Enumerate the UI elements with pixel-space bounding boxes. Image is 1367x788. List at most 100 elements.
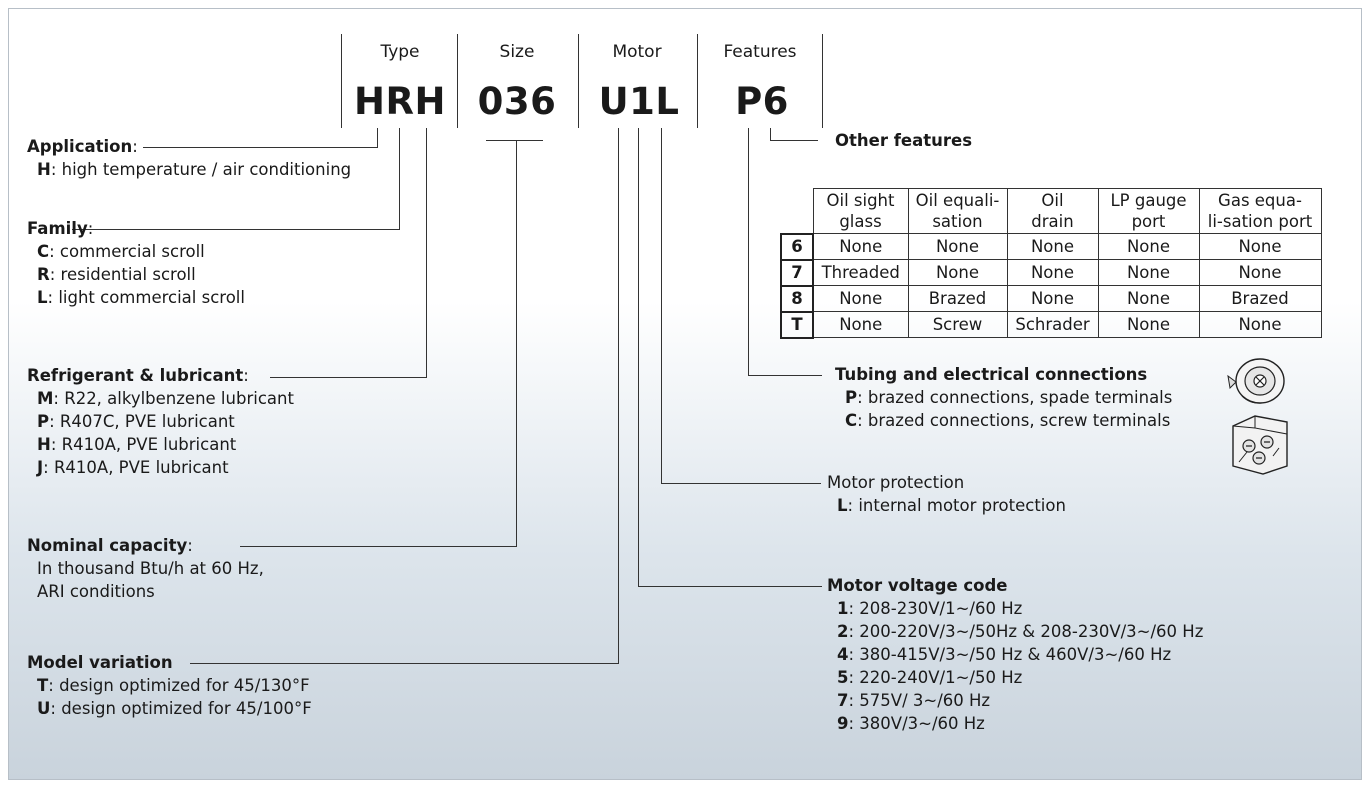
refrigerant-title: Refrigerant & lubricant xyxy=(27,366,244,385)
table-cell: None xyxy=(907,259,1008,286)
table-cell: None xyxy=(1198,233,1322,260)
nominal-capacity-title: Nominal capacity xyxy=(27,536,188,555)
code-desc: : 200-220V/3~/50Hz & 208-230V/3~/60 Hz xyxy=(848,622,1204,641)
table-row: 7 Threaded None None None None xyxy=(780,258,1322,287)
code-key: R xyxy=(37,265,50,284)
motor-protection-section: Motor protection L: internal motor prote… xyxy=(827,471,1066,517)
code-size: 036 xyxy=(477,80,557,123)
connector-line xyxy=(661,128,662,483)
connector-line xyxy=(270,377,427,378)
code-key: P xyxy=(845,388,858,407)
table-cell: None xyxy=(1006,233,1099,260)
tubing-section: Tubing and electrical connections P: bra… xyxy=(835,363,1172,432)
family-section: Family: C: commercial scroll R: resident… xyxy=(27,219,245,307)
connector-line xyxy=(143,147,378,148)
row-key: T xyxy=(780,310,814,339)
code-key: 4 xyxy=(837,645,849,664)
code-desc: : design optimized for 45/100°F xyxy=(50,699,312,718)
table-cell: None xyxy=(1097,311,1200,338)
code-key: P xyxy=(37,412,50,431)
refrigerant-section: Refrigerant & lubricant: M: R22, alkylbe… xyxy=(27,366,294,477)
screw-terminal-icon xyxy=(1225,412,1295,478)
connector-line xyxy=(638,586,822,587)
connector-line xyxy=(770,140,818,141)
table-cell: Schrader xyxy=(1006,311,1099,338)
code-key: H xyxy=(37,435,51,454)
table-header: Gas equa-li-sation port xyxy=(1198,188,1322,234)
connector-line xyxy=(748,128,749,375)
table-cell: None xyxy=(1198,259,1322,286)
table-cell: None xyxy=(907,233,1008,260)
code-desc: : 380V/3~/60 Hz xyxy=(848,714,985,733)
table-cell: None xyxy=(1097,285,1200,312)
code-key: M xyxy=(37,389,54,408)
code-desc: : 575V/ 3~/60 Hz xyxy=(848,691,991,710)
code-key: L xyxy=(837,496,848,515)
connector-line xyxy=(486,140,543,141)
nominal-capacity-line: In thousand Btu/h at 60 Hz, xyxy=(37,559,264,578)
code-desc: : internal motor protection xyxy=(847,496,1066,515)
code-key: 7 xyxy=(837,691,849,710)
connector-line xyxy=(516,140,517,546)
code-desc: : high temperature / air conditioning xyxy=(50,160,352,179)
code-desc: : R410A, PVE lubricant xyxy=(43,458,229,477)
motor-voltage-section: Motor voltage code 1: 208-230V/1~/60 Hz … xyxy=(827,574,1203,735)
code-type: HRH xyxy=(354,80,446,123)
code-features: P6 xyxy=(735,80,789,123)
code-desc: : 220-240V/1~/50 Hz xyxy=(848,668,1023,687)
model-variation-section: Model variation T: design optimized for … xyxy=(27,651,312,720)
table-row: T None Screw Schrader None None xyxy=(780,310,1322,339)
code-key: 2 xyxy=(837,622,849,641)
connector-line xyxy=(399,128,400,229)
code-desc: : brazed connections, screw terminals xyxy=(857,411,1171,430)
code-key: U xyxy=(37,699,51,718)
table-cell: None xyxy=(1006,285,1099,312)
code-key: C xyxy=(37,242,50,261)
table-cell: Brazed xyxy=(907,285,1008,312)
code-key: C xyxy=(845,411,858,430)
code-desc: : brazed connections, spade terminals xyxy=(857,388,1173,407)
table-cell: None xyxy=(1097,233,1200,260)
table-row: 6 None None None None None xyxy=(780,232,1322,261)
header-separator xyxy=(341,34,342,128)
code-desc: : residential scroll xyxy=(49,265,196,284)
family-title: Family xyxy=(27,219,88,238)
header-separator xyxy=(457,34,458,128)
diagram-frame xyxy=(8,8,1362,780)
code-motor: U1L xyxy=(598,80,680,123)
table-header: Oil equali-sation xyxy=(907,188,1008,234)
application-section: Application: H: high temperature / air c… xyxy=(27,137,352,179)
code-desc: : R22, alkylbenzene lubricant xyxy=(53,389,294,408)
code-key: 9 xyxy=(837,714,849,733)
code-desc: : R407C, PVE lubricant xyxy=(49,412,235,431)
header-features: Features xyxy=(723,42,797,62)
header-type: Type xyxy=(380,42,420,62)
table-cell: None xyxy=(812,285,909,312)
nominal-capacity-line: ARI conditions xyxy=(37,582,155,601)
row-key: 6 xyxy=(780,232,814,261)
other-features-title: Other features xyxy=(835,131,973,150)
code-desc: : 380-415V/3~/50 Hz & 460V/3~/60 Hz xyxy=(848,645,1172,664)
connector-line xyxy=(426,128,427,377)
table-cell: None xyxy=(1097,259,1200,286)
code-key: 5 xyxy=(837,668,849,687)
row-key: 8 xyxy=(780,284,814,313)
application-title: Application xyxy=(27,137,133,156)
table-corner xyxy=(781,188,814,234)
code-key: L xyxy=(37,288,48,307)
code-key: T xyxy=(37,676,49,695)
code-key: 1 xyxy=(837,599,849,618)
table-cell: None xyxy=(812,233,909,260)
header-motor: Motor xyxy=(612,42,662,62)
code-desc: : commercial scroll xyxy=(49,242,205,261)
table-cell: Brazed xyxy=(1198,285,1322,312)
tubing-title: Tubing and electrical connections xyxy=(835,365,1148,384)
connector-line xyxy=(638,128,639,586)
motor-voltage-title: Motor voltage code xyxy=(827,576,1008,595)
connector-line xyxy=(748,375,822,376)
spade-terminal-icon xyxy=(1222,352,1294,410)
code-desc: : R410A, PVE lubricant xyxy=(50,435,237,454)
connector-line xyxy=(72,229,400,230)
connector-line xyxy=(661,483,821,484)
